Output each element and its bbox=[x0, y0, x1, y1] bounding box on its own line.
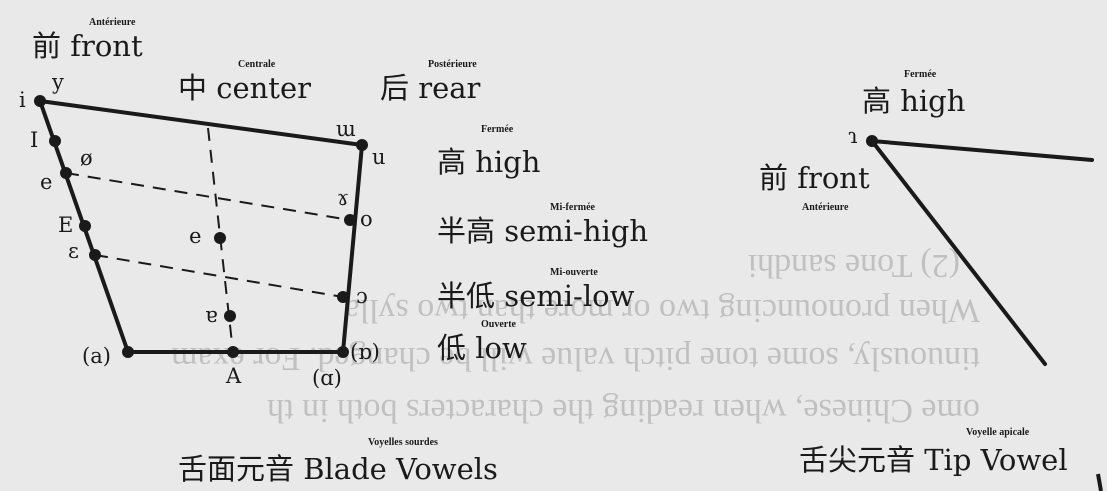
front-label: 前 front bbox=[32, 29, 143, 63]
front-to-rear-top-edge bbox=[38, 99, 364, 147]
vowel-a: (a) bbox=[82, 344, 111, 368]
vowel-alpha: (ɑ) bbox=[312, 366, 342, 390]
high-right-label: 高 high bbox=[862, 84, 966, 118]
voyelle-apicale-label: Voyelle apicale bbox=[966, 427, 1030, 438]
rear-label: 后 rear bbox=[380, 71, 481, 105]
fermee-right-label: Fermée bbox=[904, 69, 937, 80]
vowel-schwa: ə bbox=[189, 227, 202, 251]
blade-vowels-caption: 舌面元音 Blade Vowels bbox=[178, 452, 498, 486]
semi-low-dashed-line bbox=[94, 254, 344, 298]
anterieure-label: Antérieure bbox=[89, 17, 136, 28]
point-epsilon bbox=[89, 249, 101, 261]
mi-fermee-label: Mi-fermée bbox=[550, 202, 595, 213]
vowel-y: y bbox=[52, 70, 64, 94]
point-open-o bbox=[337, 291, 349, 303]
vowel-E: E bbox=[58, 213, 74, 237]
vowel-turned-alpha: (ɒ) bbox=[350, 340, 380, 364]
semi-low-label: 半低 semi-low bbox=[437, 279, 635, 313]
point-u bbox=[356, 139, 368, 151]
point-alpha bbox=[337, 346, 349, 358]
vowel-epsilon: ε bbox=[68, 239, 79, 263]
semi-high-dashed-line bbox=[65, 172, 351, 221]
vowel-oe-slash: ø bbox=[80, 146, 93, 170]
vowel-A: A bbox=[226, 364, 242, 388]
vowel-apical-i: ɿ bbox=[848, 124, 858, 148]
point-A bbox=[227, 346, 239, 358]
point-o bbox=[344, 214, 356, 226]
semi-high-label: 半高 semi-high bbox=[437, 214, 649, 248]
vowel-I: I bbox=[30, 128, 39, 152]
vowel-e: e bbox=[40, 170, 53, 194]
ouverte-label: Ouverte bbox=[481, 319, 516, 330]
point-apical-i bbox=[866, 135, 878, 147]
voyelles-sourdes-label: Voyelles sourdes bbox=[368, 437, 438, 448]
vowel-turned-a: ɐ bbox=[205, 303, 218, 327]
point-schwa bbox=[214, 232, 226, 244]
vowel-o: o bbox=[360, 207, 373, 231]
tip-vowel-top-line bbox=[870, 139, 1094, 162]
point-E bbox=[79, 220, 91, 232]
tip-vowel-caption: 舌尖元音 Tip Vowel bbox=[799, 443, 1068, 477]
centrale-label: Centrale bbox=[238, 59, 276, 70]
center-label: 中 center bbox=[178, 71, 311, 105]
mi-ouverte-label: Mi-ouverte bbox=[550, 267, 598, 278]
vowel-open-o: ɔ bbox=[356, 284, 368, 308]
point-i bbox=[34, 95, 46, 107]
point-e bbox=[60, 167, 72, 179]
anterieure-right-label: Antérieure bbox=[802, 202, 849, 213]
high-label: 高 high bbox=[437, 145, 541, 179]
vowel-unrounded-u: ɯ bbox=[336, 117, 356, 141]
edge-mark bbox=[1096, 473, 1103, 491]
point-turned-a bbox=[224, 310, 236, 322]
point-a bbox=[122, 346, 134, 358]
vowel-i: i bbox=[19, 88, 26, 112]
vowel-ram-horns: ɤ bbox=[337, 186, 349, 210]
vowel-u: u bbox=[372, 145, 386, 169]
fermee-label: Fermée bbox=[481, 124, 514, 135]
posterieure-label: Postérieure bbox=[428, 59, 477, 70]
tip-vowel-diagonal-line bbox=[870, 139, 1047, 366]
rear-edge bbox=[341, 143, 364, 354]
front-right-label: 前 front bbox=[759, 161, 870, 195]
point-I bbox=[49, 135, 61, 147]
low-label: 低 low bbox=[437, 331, 527, 365]
